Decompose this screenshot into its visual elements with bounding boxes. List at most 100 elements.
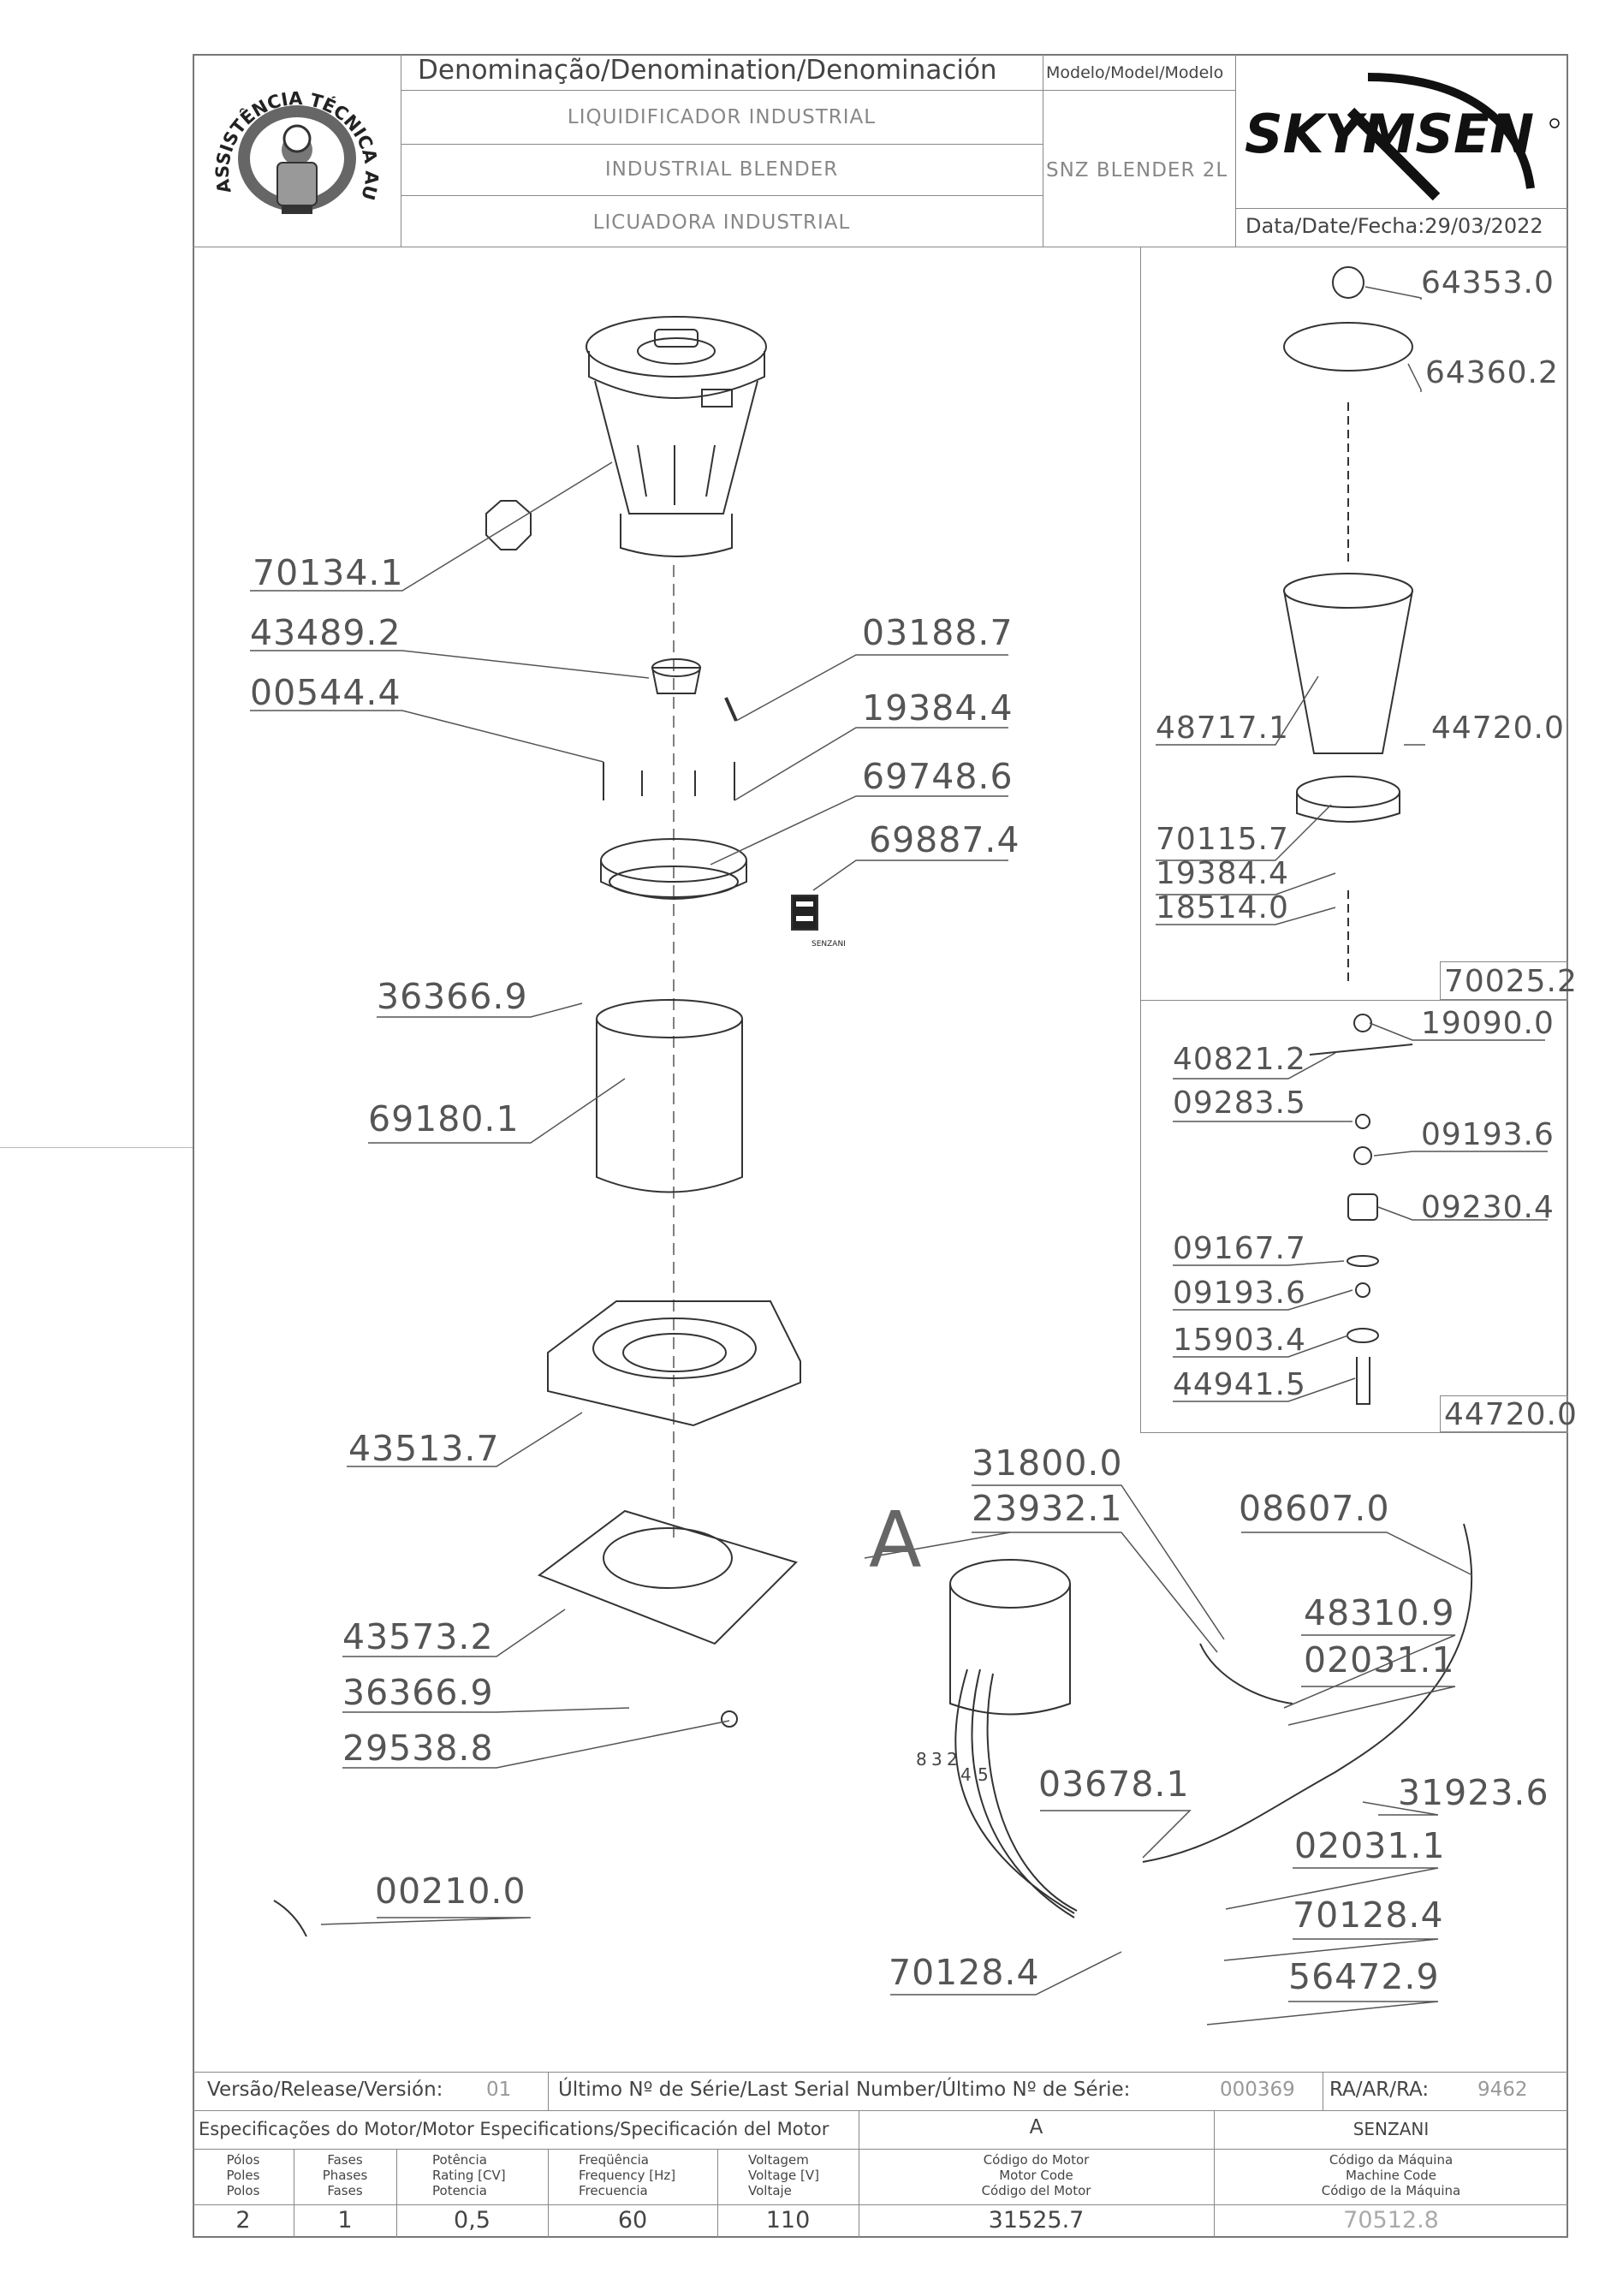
header-rule — [401, 144, 1043, 145]
part-label: 48717.1 — [1156, 711, 1289, 746]
inset-divider — [1140, 1000, 1568, 1001]
spec-value-machine-code: 70512.8 — [1343, 2207, 1439, 2234]
spec-value-voltage: 110 — [765, 2207, 811, 2234]
part-label: 02031.1 — [1304, 1639, 1455, 1680]
spec-col-label: Frecuencia — [579, 2183, 648, 2198]
part-label: 19384.4 — [1156, 856, 1289, 891]
footer-rule — [193, 2110, 1568, 2111]
blade-assembly-code-box: 44720.0 — [1440, 1395, 1577, 1432]
inset-bottom — [1140, 1432, 1568, 1433]
body-cylinder-illustration — [596, 999, 743, 1193]
part-label: 09167.7 — [1173, 1231, 1306, 1266]
spec-col-label: Voltagem — [748, 2152, 809, 2168]
skymsen-logo: SKYMSEN — [1245, 73, 1560, 201]
senzani-logo — [791, 895, 818, 931]
inset-blade-illustration — [1309, 1014, 1413, 1405]
coupling-illustration — [651, 658, 702, 694]
motor-callout-letter: A — [869, 1496, 922, 1585]
cable-illustration — [273, 1900, 307, 1937]
footer-divider — [717, 2149, 718, 2238]
part-label: 09230.4 — [1421, 1190, 1555, 1225]
part-label: 31800.0 — [972, 1442, 1123, 1484]
spec-col-label: Código del Motor — [981, 2183, 1091, 2198]
part-label: 70128.4 — [1293, 1894, 1444, 1936]
part-label: 02031.1 — [1294, 1825, 1446, 1866]
authorized-service-seal: ASSISTÊNCIA TÉCNICA AUTORIZADA — [199, 60, 382, 214]
part-label: 70134.1 — [253, 552, 404, 593]
name-es: LICUADORA INDUSTRIAL — [592, 211, 851, 234]
footer-rule — [193, 2072, 1568, 2073]
part-label: 18514.0 — [1156, 890, 1289, 925]
base-ring-illustration — [600, 838, 747, 900]
header-rule — [1235, 208, 1568, 209]
leader-lines — [250, 286, 1548, 2025]
inset-border — [1140, 247, 1141, 1432]
spec-value-frequency: 60 — [617, 2207, 648, 2234]
part-label: 64353.0 — [1421, 265, 1555, 300]
part-label: 43573.2 — [342, 1616, 494, 1657]
screw-set-illustration — [603, 697, 738, 800]
name-en: INDUSTRIAL BLENDER — [604, 158, 839, 181]
header-rule — [401, 195, 1043, 196]
spec-col-label: Código de la Máquina — [1321, 2183, 1461, 2198]
header-rule — [401, 90, 1235, 91]
jar-assembly-code-box: 70025.2 — [1440, 961, 1577, 1000]
part-label: 64360.2 — [1425, 355, 1559, 390]
part-label: 36366.9 — [377, 976, 528, 1017]
part-label: 00544.4 — [250, 672, 401, 713]
part-label: 43513.7 — [348, 1428, 500, 1469]
spec-col-label: Phases — [322, 2168, 368, 2183]
spec-col-label: Rating [CV] — [432, 2168, 506, 2183]
serial-label: Último Nº de Série/Last Serial Number/Úl… — [558, 2079, 1131, 2101]
inset-jar-illustration — [1283, 266, 1413, 984]
spec-col-label: Freqüência — [579, 2152, 649, 2168]
spec-col-label: Potência — [432, 2152, 487, 2168]
spec-value-phases: 1 — [337, 2207, 353, 2234]
model-value: SNZ BLENDER 2L — [1046, 159, 1228, 181]
part-label: 15903.4 — [1173, 1323, 1306, 1358]
spec-value-poles: 2 — [235, 2207, 251, 2234]
part-label: 48310.9 — [1304, 1592, 1455, 1633]
senzani-logo-text: SENZANI — [812, 940, 846, 949]
footer-divider — [396, 2149, 397, 2238]
housing-illustration — [547, 1300, 801, 1427]
serial-value: 000369 — [1220, 2079, 1295, 2101]
part-label: 09193.6 — [1173, 1276, 1306, 1311]
wire-number: 3 — [931, 1749, 942, 1770]
motor-spec-label: Especificações do Motor/Motor Especifica… — [199, 2119, 829, 2139]
part-label: 00210.0 — [375, 1871, 526, 1912]
spec-col-label: Voltage [V] — [748, 2168, 819, 2183]
spec-col-label: Motor Code — [999, 2168, 1073, 2183]
part-label: 03678.1 — [1038, 1764, 1190, 1805]
jar-assembly-code: 70025.2 — [1444, 964, 1578, 999]
part-label: 70128.4 — [889, 1952, 1040, 1993]
motor-illustration — [949, 1559, 1078, 1918]
spec-col-label: Poles — [226, 2168, 260, 2183]
name-pt: LIQUIDIFICADOR INDUSTRIAL — [567, 106, 877, 128]
part-label: 19090.0 — [1421, 1006, 1555, 1041]
footer-rule — [193, 2204, 1568, 2205]
bottom-plate-illustration — [537, 1509, 798, 1728]
model-label: Modelo/Model/Modelo — [1046, 63, 1224, 82]
part-label: 09193.6 — [1421, 1117, 1555, 1152]
drawing-sheet — [193, 54, 1568, 2238]
ra-value: 9462 — [1477, 2079, 1528, 2101]
fold-mark — [0, 1147, 193, 1148]
power-cord-illustration — [1142, 1523, 1473, 1863]
version-value: 01 — [486, 2079, 512, 2101]
wire-numbers: 8 3 2 4 5 — [916, 1749, 989, 1785]
part-label: 70115.7 — [1156, 822, 1289, 857]
spec-col-label: Polos — [226, 2183, 260, 2198]
part-label: 09283.5 — [1173, 1086, 1306, 1121]
date-label: Data/Date/Fecha: — [1245, 214, 1425, 238]
spec-col-label: Machine Code — [1346, 2168, 1436, 2183]
jar-illustration — [586, 316, 767, 557]
footer-divider — [548, 2149, 549, 2238]
footer-divider — [548, 2072, 549, 2110]
part-label: 36366.9 — [342, 1672, 494, 1713]
part-label: 56472.9 — [1288, 1956, 1440, 1997]
